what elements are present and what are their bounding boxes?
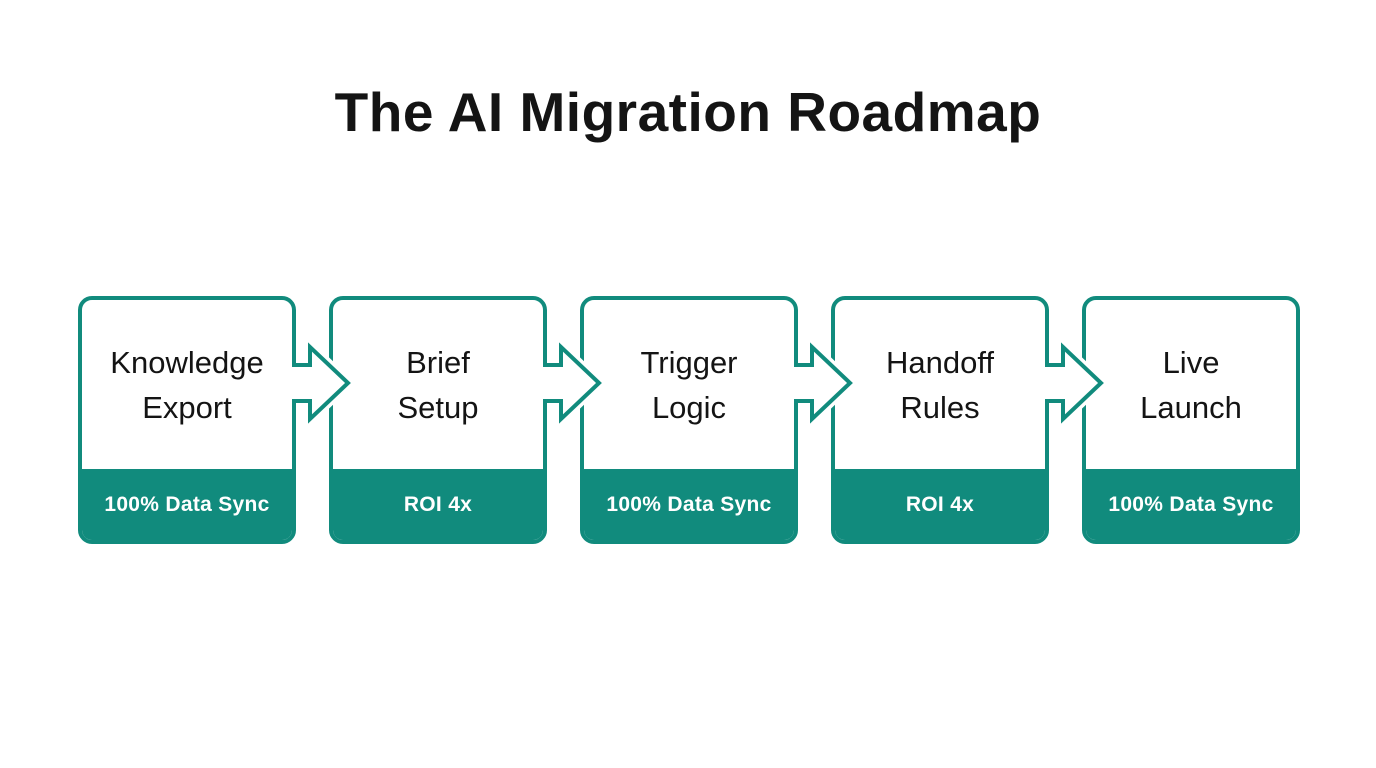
step-box-trigger-logic: Trigger Logic 100% Data Sync bbox=[580, 296, 798, 544]
step-label-line1: Live bbox=[1162, 344, 1220, 380]
step-label-line2: Setup bbox=[397, 389, 479, 425]
step-metric-badge: 100% Data Sync bbox=[1086, 469, 1296, 540]
step-metric-badge: 100% Data Sync bbox=[584, 469, 794, 540]
step-label-line2: Logic bbox=[651, 389, 727, 425]
step-label-line2: Rules bbox=[900, 389, 980, 425]
step-label: Handoff Rules bbox=[835, 300, 1045, 469]
step-label-line2: Export bbox=[142, 389, 232, 425]
arrow-right-icon bbox=[543, 342, 607, 424]
step-label: Knowledge Export bbox=[82, 300, 292, 469]
step-metric-badge: ROI 4x bbox=[835, 469, 1045, 540]
page-title: The AI Migration Roadmap bbox=[334, 81, 1042, 143]
step-label-line1: Knowledge bbox=[110, 344, 264, 380]
arrow-right-icon bbox=[1045, 342, 1109, 424]
step-label: Brief Setup bbox=[333, 300, 543, 469]
step-label: Live Launch bbox=[1086, 300, 1296, 469]
steps-row: Knowledge Export 100% Data Sync Brief Se… bbox=[78, 296, 1300, 544]
step-metric-badge: ROI 4x bbox=[333, 469, 543, 540]
step-box-brief-setup: Brief Setup ROI 4x bbox=[329, 296, 547, 544]
step-label-line1: Handoff bbox=[885, 344, 994, 380]
step-label: Trigger Logic bbox=[584, 300, 794, 469]
step-label-line1: Trigger bbox=[640, 344, 738, 380]
arrow-right-icon bbox=[292, 342, 356, 424]
step-metric-badge: 100% Data Sync bbox=[82, 469, 292, 540]
step-box-knowledge-export: Knowledge Export 100% Data Sync bbox=[78, 296, 296, 544]
step-label-line1: Brief bbox=[406, 344, 470, 380]
arrow-right-icon bbox=[794, 342, 858, 424]
step-label-line2: Launch bbox=[1140, 389, 1242, 425]
step-box-live-launch: Live Launch 100% Data Sync bbox=[1082, 296, 1300, 544]
step-box-handoff-rules: Handoff Rules ROI 4x bbox=[831, 296, 1049, 544]
